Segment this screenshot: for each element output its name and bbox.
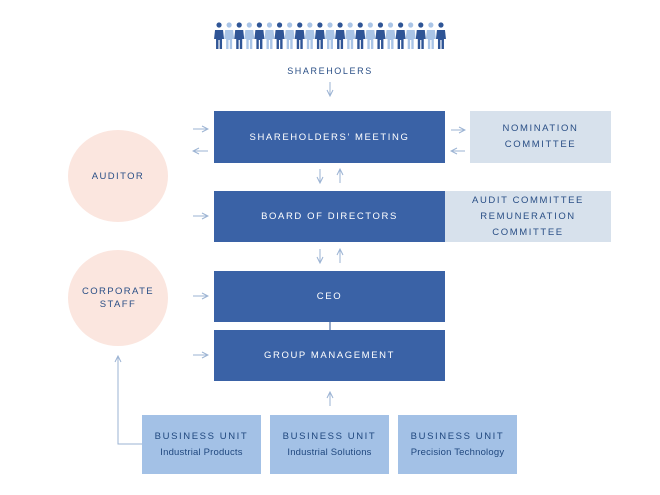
person-icon: [335, 22, 346, 49]
person-icon: [405, 22, 416, 49]
person-icon: [375, 22, 386, 49]
person-icon: [254, 22, 265, 49]
board-of-directors-box: BOARD OF DIRECTORS: [214, 191, 445, 242]
auditor-circle: AUDITOR: [68, 130, 168, 222]
person-icon: [425, 22, 436, 49]
ceo-box: CEO: [214, 271, 445, 322]
group-management-label: GROUP MANAGEMENT: [264, 350, 395, 361]
person-icon: [325, 22, 335, 49]
corporate-staff-circle: CORPORATE STAFF: [68, 250, 168, 346]
person-icon: [224, 22, 235, 49]
person-icon: [365, 22, 376, 49]
person-icon: [415, 22, 426, 49]
person-icon: [345, 22, 356, 49]
business-unit-industrial-products: BUSINESS UNIT Industrial Products: [142, 415, 261, 474]
person-icon: [294, 22, 305, 49]
person-icon: [314, 22, 325, 49]
arrow-unit-to-corporate-staff: [118, 356, 142, 445]
business-unit-title: BUSINESS UNIT: [154, 430, 249, 442]
person-icon: [214, 22, 225, 49]
ceo-label: CEO: [316, 291, 343, 302]
person-icon: [304, 22, 315, 49]
business-unit-precision-technology: BUSINESS UNIT Precision Technology: [398, 415, 517, 474]
group-management-box: GROUP MANAGEMENT: [214, 330, 445, 381]
person-icon: [234, 22, 245, 49]
person-icon: [274, 22, 285, 49]
shareholders-meeting-label: SHAREHOLDERS’ MEETING: [249, 131, 410, 143]
people-row-icon: [214, 22, 446, 49]
person-icon: [385, 22, 396, 49]
audit-committee-label: AUDIT COMMITTEE: [472, 194, 584, 206]
business-unit-title: BUSINESS UNIT: [410, 430, 505, 442]
shareholders-meeting-box: SHAREHOLDERS’ MEETING: [214, 111, 445, 163]
person-icon: [264, 22, 275, 49]
person-icon: [395, 22, 406, 49]
business-unit-name: Industrial Solutions: [287, 446, 372, 458]
corporate-staff-line-2: STAFF: [99, 299, 137, 310]
nomination-committee-line-2: COMMITTEE: [504, 139, 577, 150]
person-icon: [435, 22, 446, 49]
business-unit-title: BUSINESS UNIT: [282, 430, 377, 442]
person-icon: [284, 22, 295, 49]
nomination-committee-line-1: NOMINATION: [502, 123, 579, 134]
business-unit-name: Precision Technology: [410, 446, 505, 458]
business-unit-name: Industrial Products: [160, 446, 243, 458]
nomination-committee-box: NOMINATION COMMITTEE: [470, 111, 611, 163]
shareholders-icon-row: [214, 22, 446, 50]
remuneration-committee-label: REMUNERATION COMMITTEE: [480, 210, 576, 238]
board-of-directors-label: BOARD OF DIRECTORS: [261, 211, 398, 222]
audit-remuneration-committee-box: AUDIT COMMITTEE REMUNERATION COMMITTEE: [445, 191, 611, 242]
person-icon: [355, 22, 366, 49]
business-unit-industrial-solutions: BUSINESS UNIT Industrial Solutions: [270, 415, 389, 474]
auditor-label: AUDITOR: [91, 170, 145, 182]
corporate-staff-line-1: CORPORATE: [81, 286, 155, 297]
shareholders-label: SHAREHOLERS: [287, 66, 373, 76]
person-icon: [244, 22, 255, 49]
